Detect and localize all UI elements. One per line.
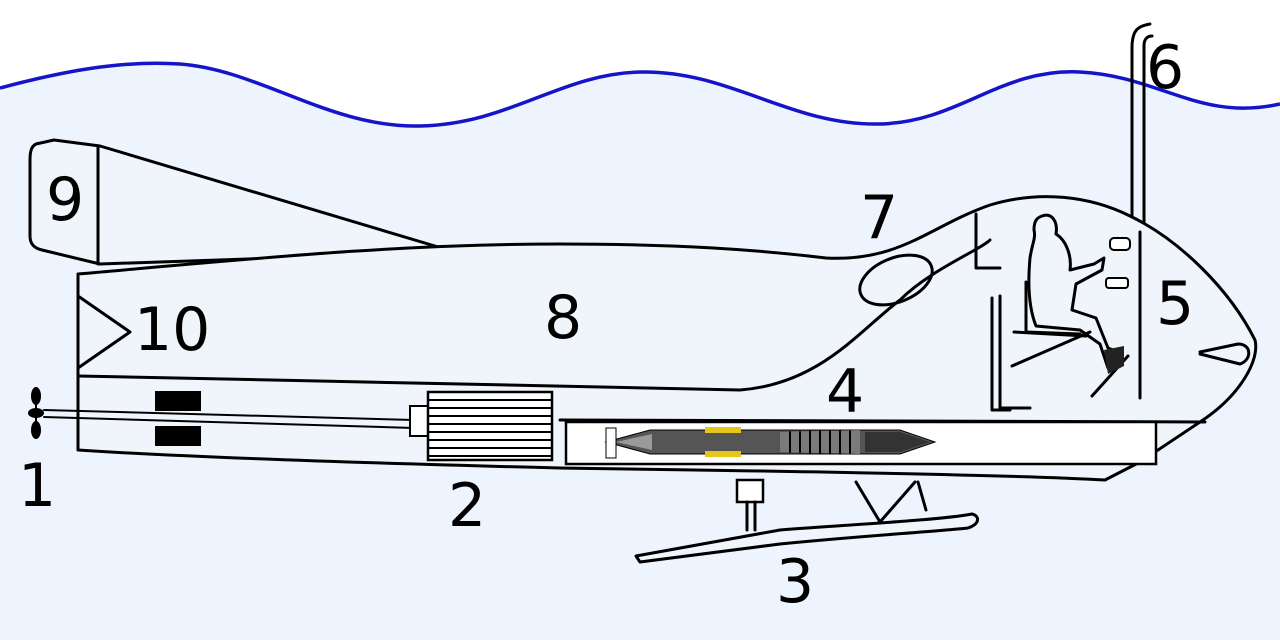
callout-3: 3	[776, 547, 814, 617]
callout-8: 8	[544, 283, 582, 353]
callout-2: 2	[448, 471, 486, 541]
drive-shaft-lower	[43, 416, 415, 429]
callout-4: 4	[826, 357, 864, 427]
jet-engine	[604, 427, 937, 459]
callout-1: 1	[18, 451, 56, 521]
callout-7: 7	[860, 183, 898, 253]
tail-fin	[28, 138, 457, 266]
callout-6: 6	[1146, 33, 1184, 103]
waterline	[0, 61, 1280, 128]
landing-skid	[634, 478, 979, 564]
main-hull	[76, 195, 1258, 482]
shaft-bearing	[155, 426, 201, 446]
observation-window	[858, 253, 934, 307]
upper-deck-line	[76, 238, 992, 392]
callout-9: 9	[46, 165, 84, 235]
callout-10: 10	[134, 295, 210, 365]
gearbox	[409, 390, 554, 462]
callout-5: 5	[1156, 269, 1194, 339]
pilot-figure	[1027, 213, 1124, 370]
nose-sonar	[1198, 342, 1251, 366]
propeller	[28, 387, 44, 439]
cockpit	[974, 212, 1142, 412]
stern-chevron	[76, 294, 132, 370]
shaft-bearing	[155, 391, 201, 411]
drive-shaft	[43, 409, 415, 421]
